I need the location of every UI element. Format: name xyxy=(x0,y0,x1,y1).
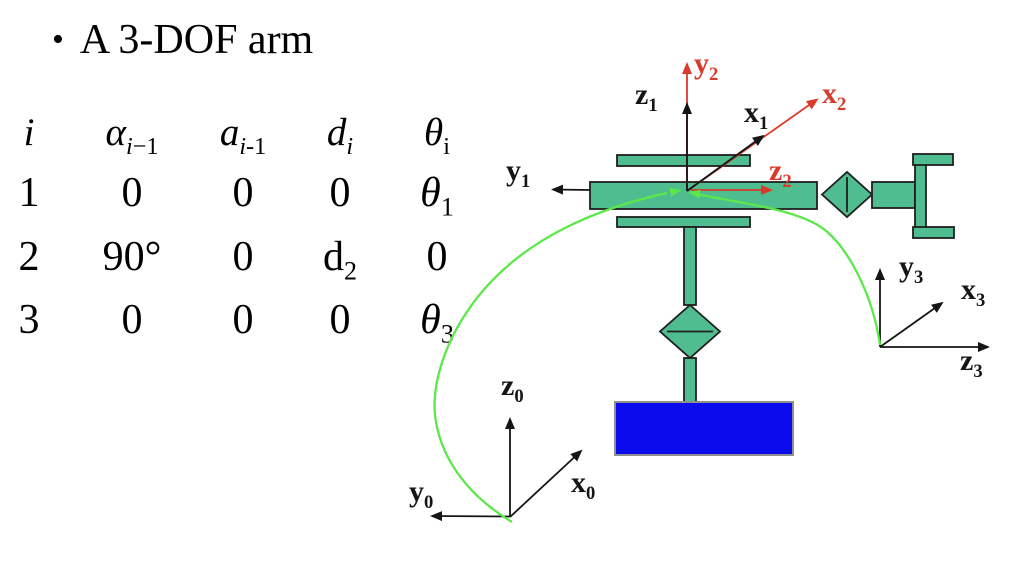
dh-cell: 90° xyxy=(102,234,162,280)
dh-header-theta: θi xyxy=(424,111,450,160)
lower-plate xyxy=(616,216,751,228)
robot-base xyxy=(614,401,794,456)
dh-cell: θ1 xyxy=(420,170,454,222)
trace-frame0-to-frame1 xyxy=(433,191,668,523)
dh-cell: 1 xyxy=(18,170,40,216)
axis-x1 xyxy=(686,134,765,192)
dh-header-alpha: αi−1 xyxy=(105,111,159,160)
dh-row-2: 2 90° 0 d2 0 xyxy=(0,234,474,286)
label-y0: y0 xyxy=(409,475,434,513)
dh-cell: 0 xyxy=(426,234,448,280)
dh-header-d: di xyxy=(326,111,354,160)
trace-arrowhead-left xyxy=(669,188,682,197)
dh-header-i: i xyxy=(23,111,35,154)
dh-cell: 0 xyxy=(232,297,254,343)
lower-shaft xyxy=(683,357,697,403)
trace-frame3-to-frame2 xyxy=(698,193,882,346)
axis-y1 xyxy=(551,184,591,195)
label-z2: z2 xyxy=(769,154,792,192)
dh-cell: 3 xyxy=(18,297,40,343)
dh-row-3: 3 0 0 0 θ3 xyxy=(0,297,474,347)
dh-cell: 0 xyxy=(329,297,351,343)
wrist-link xyxy=(871,181,916,209)
upper-shaft xyxy=(683,226,697,306)
dh-cell: 0 xyxy=(121,170,143,216)
dh-cell: 0 xyxy=(329,170,351,216)
dh-cell: 0 xyxy=(121,297,143,343)
dh-cell: 0 xyxy=(232,170,254,216)
bullet-icon: • xyxy=(52,21,64,58)
dh-cell: d2 xyxy=(322,234,357,286)
dh-header-a: ai-1 xyxy=(219,111,267,160)
gripper-finger-top xyxy=(912,153,954,166)
label-x3: x3 xyxy=(961,273,986,311)
dh-row-1: 1 0 0 0 θ1 xyxy=(0,170,474,222)
axis-y0 xyxy=(430,511,511,522)
axis-x0 xyxy=(509,449,583,518)
slide-title-text: A 3-DOF arm xyxy=(79,17,314,63)
label-y3: y3 xyxy=(899,250,924,288)
slide-title: • A 3-DOF arm xyxy=(52,16,313,64)
label-x0: x0 xyxy=(571,466,596,504)
upper-plate xyxy=(616,154,751,167)
label-z0: z0 xyxy=(501,369,524,407)
label-x2: x2 xyxy=(822,77,847,115)
axis-x3 xyxy=(879,301,944,348)
label-z3: z3 xyxy=(960,344,983,382)
trace-arrowhead-right xyxy=(688,190,701,199)
label-x1: x1 xyxy=(744,96,769,134)
gripper-spine xyxy=(914,158,927,230)
dh-cell: 0 xyxy=(232,234,254,280)
label-z1: z1 xyxy=(635,78,658,116)
gripper-finger-bottom xyxy=(912,226,955,239)
label-y1: y1 xyxy=(506,154,531,192)
dh-cell: 2 xyxy=(18,234,40,280)
label-y2: y2 xyxy=(694,47,719,85)
dh-header-row: i αi−1 ai-1 di θi xyxy=(0,111,474,160)
